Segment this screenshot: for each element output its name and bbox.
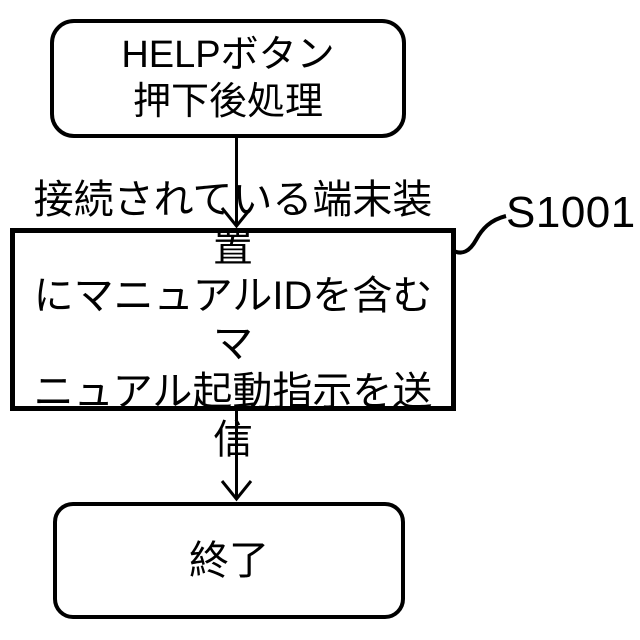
flowchart-process-node: 接続されている端末装置 にマニュアルIDを含むマ ニュアル起動指示を送信 <box>10 178 456 462</box>
end-node-label: 終了 <box>189 538 269 583</box>
step-callout-squiggle <box>450 214 507 255</box>
process-node-label: 接続されている端末装置 にマニュアルIDを含むマ ニュアル起動指示を送信 <box>33 177 433 462</box>
flowchart-start-node: HELPボタン 押下後処理 <box>50 19 406 138</box>
step-id-label: S1001 <box>506 188 636 237</box>
start-node-label: HELPボタン 押下後処理 <box>121 33 335 123</box>
flowchart-end-node: 終了 <box>53 502 405 619</box>
